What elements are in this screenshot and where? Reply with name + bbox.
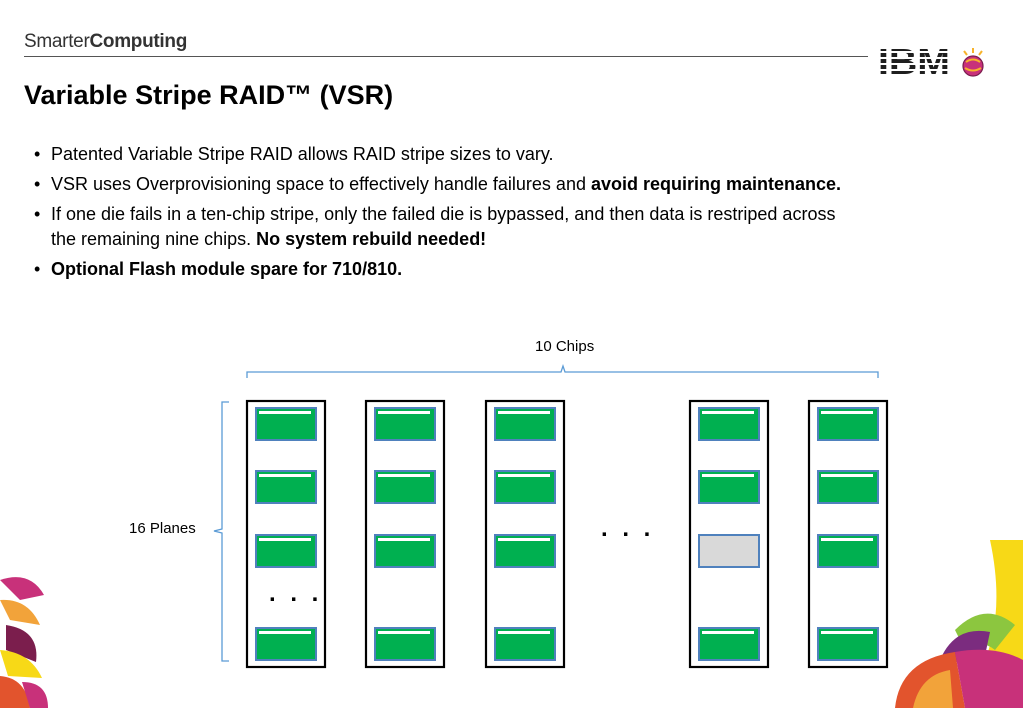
plane-highlight bbox=[498, 631, 550, 634]
bullet-list: Patented Variable Stripe RAID allows RAI… bbox=[34, 142, 854, 287]
bullet-text: Patented Variable Stripe RAID allows RAI… bbox=[51, 144, 554, 164]
chip-column bbox=[807, 399, 889, 669]
plane-highlight bbox=[498, 538, 550, 541]
chip-column bbox=[688, 399, 770, 669]
globe-icon bbox=[962, 48, 984, 77]
ellipsis-planes: . . . bbox=[269, 580, 322, 607]
decorative-left-graphic bbox=[0, 577, 48, 708]
plane-highlight bbox=[702, 411, 754, 414]
bullet-item: VSR uses Overprovisioning space to effec… bbox=[34, 172, 854, 197]
ibm-logo-text: IBM bbox=[878, 41, 950, 82]
plane-highlight bbox=[378, 631, 430, 634]
plane-highlight bbox=[259, 631, 311, 634]
bullet-bold-text: No system rebuild needed! bbox=[256, 229, 487, 249]
brand-smarter: Smarter bbox=[24, 31, 90, 52]
bullet-item: If one die fails in a ten-chip stripe, o… bbox=[34, 202, 854, 252]
plane-highlight bbox=[378, 474, 430, 477]
plane-highlight bbox=[259, 538, 311, 541]
ibm-logo-stripes bbox=[876, 51, 954, 71]
decorative-right-graphic bbox=[895, 540, 1023, 708]
ellipsis-between-chips: . . . bbox=[601, 515, 655, 542]
bullet-bold-text: avoid requiring maintenance. bbox=[590, 174, 842, 194]
plane-highlight bbox=[821, 474, 873, 477]
plane-highlight bbox=[378, 538, 430, 541]
chips-bracket bbox=[246, 363, 879, 378]
bullet-item: Optional Flash module spare for 710/810. bbox=[34, 257, 854, 282]
header-divider bbox=[24, 56, 868, 57]
bullet-text: If one die fails in a ten-chip stripe, o… bbox=[51, 204, 836, 249]
planes-bracket bbox=[213, 401, 229, 662]
plane-highlight bbox=[378, 411, 430, 414]
chip-column bbox=[364, 399, 446, 669]
plane-highlight bbox=[498, 411, 550, 414]
brand-computing: Computing bbox=[89, 31, 188, 52]
chips-label: 10 Chips bbox=[535, 338, 595, 355]
plane-highlight bbox=[702, 474, 754, 477]
plane-highlight bbox=[259, 411, 311, 414]
bullet-text: VSR uses Overprovisioning space to effec… bbox=[51, 174, 591, 194]
bullet-bold-text: Optional Flash module spare for 710/810. bbox=[51, 259, 403, 279]
plane-highlight bbox=[702, 631, 754, 634]
plane-highlight bbox=[259, 474, 311, 477]
plane-highlight bbox=[498, 474, 550, 477]
ibm-logo: IBM bbox=[876, 41, 984, 82]
chip-column bbox=[484, 399, 566, 669]
chips-layer: . . . bbox=[245, 399, 889, 669]
plane-highlight bbox=[821, 411, 873, 414]
plane-highlight bbox=[821, 631, 873, 634]
smarter-computing-logo: SmarterComputing bbox=[24, 31, 187, 53]
failed-plane bbox=[698, 534, 760, 568]
chip-column: . . . bbox=[245, 399, 327, 669]
bullet-item: Patented Variable Stripe RAID allows RAI… bbox=[34, 142, 854, 167]
plane-highlight bbox=[821, 538, 873, 541]
slide-title: Variable Stripe RAID™ (VSR) bbox=[24, 80, 394, 110]
planes-label: 16 Planes bbox=[129, 520, 196, 537]
